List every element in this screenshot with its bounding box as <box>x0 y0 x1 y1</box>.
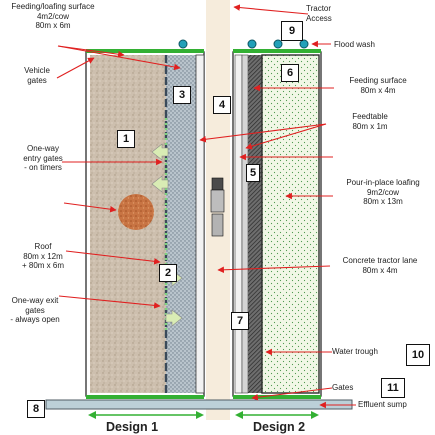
area-1-marker: 1 <box>117 130 135 148</box>
flood-wash-valve-4 <box>299 39 309 49</box>
area-8-marker: 8 <box>27 400 45 418</box>
callout-arrows <box>56 4 356 409</box>
effluent-sump-channel <box>45 399 353 410</box>
design-2-top-edge <box>233 49 321 53</box>
tractor <box>210 177 225 237</box>
flood-wash-valve-1 <box>178 39 188 49</box>
flood-wash-valve-2 <box>247 39 257 49</box>
flood-wash-label: Flood wash <box>334 40 375 49</box>
design-1-bottom-edge <box>86 395 204 399</box>
design-1-span <box>88 411 204 419</box>
area-4-marker: 4 <box>213 96 231 114</box>
concrete-tractor-lane <box>234 54 243 394</box>
area-11-marker: 11 <box>381 378 405 398</box>
gates-label: Gates <box>332 383 354 392</box>
design-2-title: Design 2 <box>253 420 306 434</box>
feedtable-strip <box>241 54 249 394</box>
water-trough-label: Water trough <box>332 347 378 356</box>
area-7-marker: 7 <box>231 312 249 330</box>
area-5-marker: 5 <box>246 164 260 182</box>
design-1-block <box>85 39 205 399</box>
pour-in-place-loafing-area <box>261 54 320 394</box>
manure-pile <box>118 194 154 230</box>
feeding-loafing-surface-slab <box>166 55 196 393</box>
area-6-marker: 6 <box>281 64 299 82</box>
area-10-marker: 10 <box>406 344 430 366</box>
design-1-top-edge <box>86 49 204 53</box>
design-2-span <box>235 411 319 419</box>
design-1-title: Design 1 <box>106 420 159 434</box>
entry-gate-arrow-2 <box>151 175 169 193</box>
roof-edge-strip <box>195 54 205 394</box>
design-2-block <box>232 39 322 399</box>
design-2-bottom-edge <box>233 395 321 399</box>
area-9-marker: 9 <box>281 21 303 41</box>
flood-wash-valve-3 <box>273 39 283 49</box>
effluent-sump-label: Effluent sump <box>358 400 407 409</box>
area-2-marker: 2 <box>159 264 177 282</box>
area-3-marker: 3 <box>173 86 191 104</box>
exit-gate-arrow-2 <box>165 309 183 327</box>
feeding-surface-strip <box>248 55 262 393</box>
